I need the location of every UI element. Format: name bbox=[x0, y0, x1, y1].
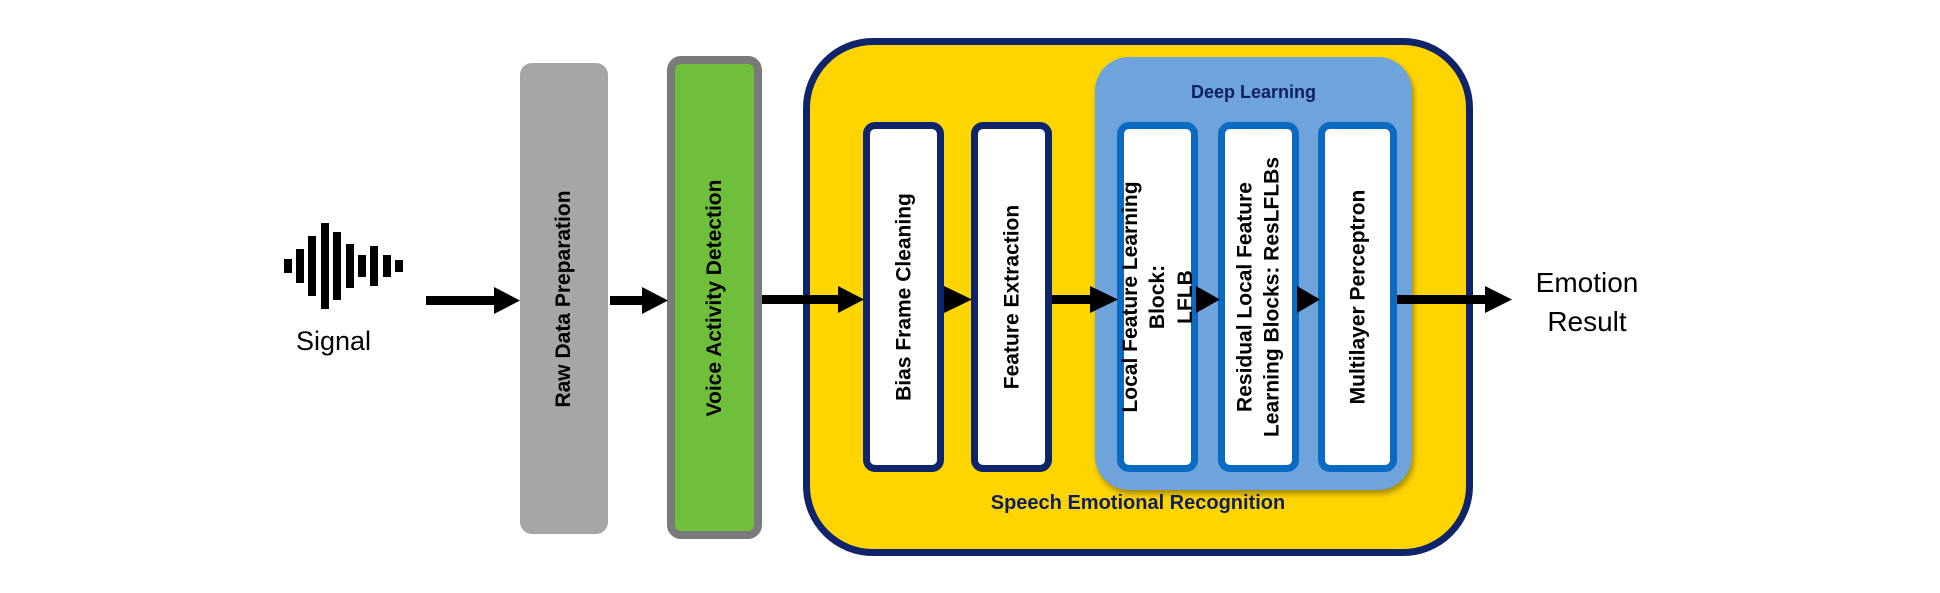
arrow-right-icon bbox=[1196, 286, 1220, 313]
speech-emotional-recognition-label: Speech Emotional Recognition bbox=[990, 492, 1286, 514]
raw-data-preparation-block: Raw Data Preparation bbox=[520, 63, 608, 534]
arrow-right-icon bbox=[610, 287, 668, 314]
residual-lflb-box: Residual Local Feature Learning Blocks: … bbox=[1218, 122, 1299, 472]
bias-frame-cleaning-box: Bias Frame Cleaning bbox=[863, 122, 944, 472]
voice-activity-detection-block: Voice Activity Detection bbox=[667, 56, 762, 539]
sound-wave-icon bbox=[284, 223, 403, 309]
arrow-right-icon bbox=[1397, 286, 1512, 313]
arrow-right-icon bbox=[944, 286, 972, 313]
arrow-right-icon bbox=[1297, 286, 1320, 313]
feature-extraction-box: Feature Extraction bbox=[971, 122, 1052, 472]
emotion-result-label: Emotion Result bbox=[1530, 263, 1644, 341]
arrow-right-icon bbox=[762, 286, 864, 313]
multilayer-perceptron-box: Multilayer Perceptron bbox=[1318, 122, 1397, 472]
emotion-result-line-2: Result bbox=[1547, 306, 1627, 337]
deep-learning-label: Deep Learning bbox=[1190, 82, 1317, 102]
local-feature-learning-block-box: Local Feature Learning Block: LFLB bbox=[1117, 122, 1198, 472]
arrow-right-icon bbox=[1052, 286, 1118, 313]
signal-label: Signal bbox=[296, 326, 372, 356]
arrow-right-icon bbox=[426, 287, 520, 314]
emotion-result-line-1: Emotion bbox=[1535, 267, 1639, 298]
